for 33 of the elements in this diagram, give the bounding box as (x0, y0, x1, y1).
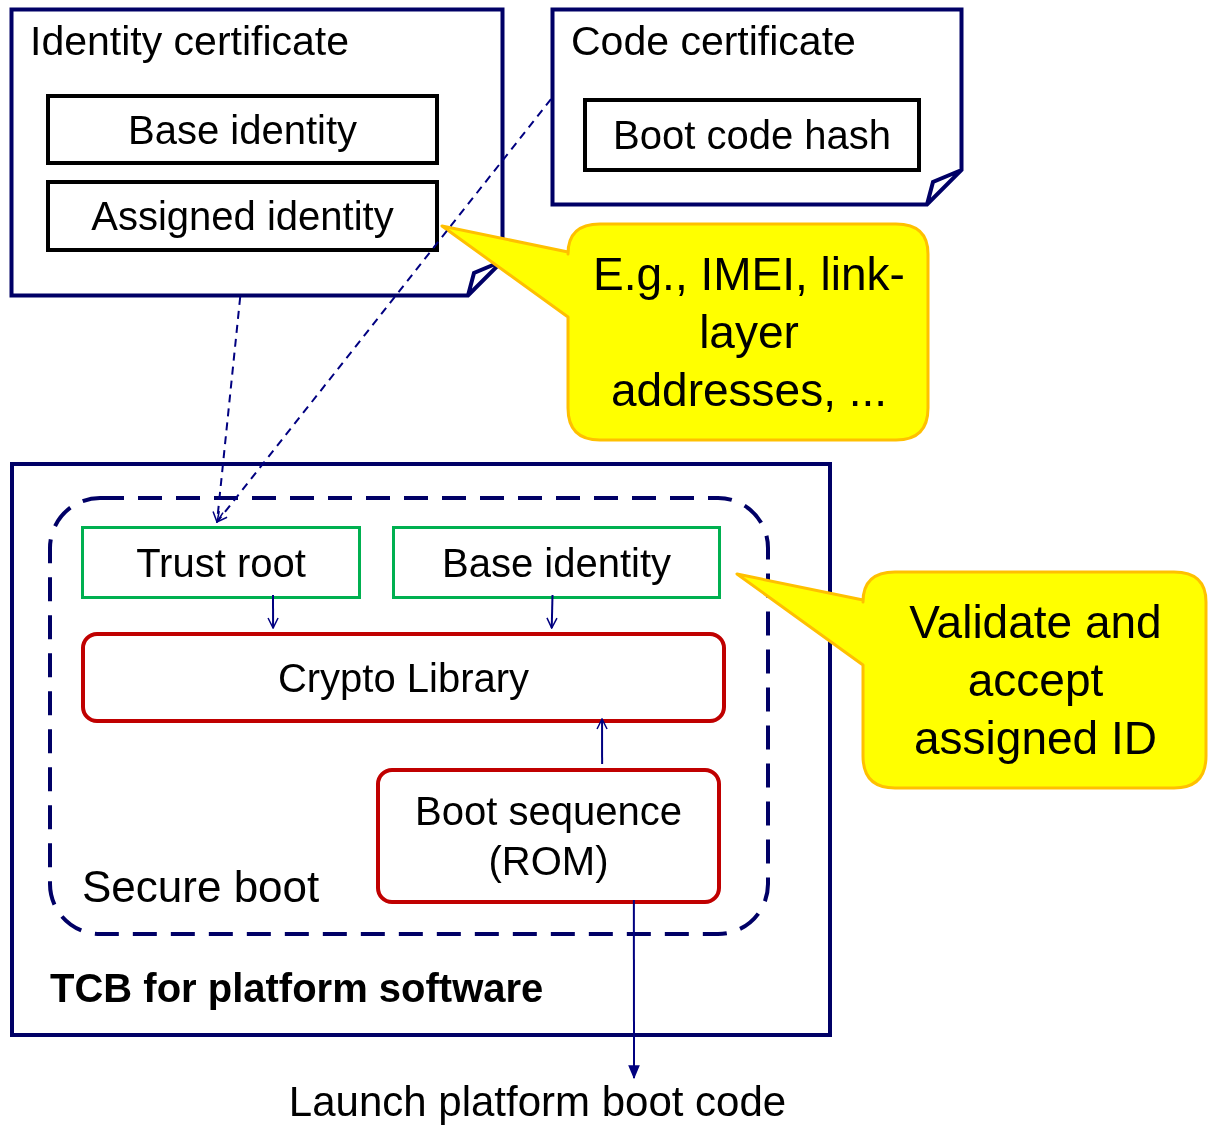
heading: Code certificate (571, 17, 856, 66)
label: Boot sequence (ROM) (414, 788, 683, 885)
field-box (46, 180, 439, 252)
callout-bubble (440, 222, 930, 442)
tcb-container (10, 462, 832, 1037)
arrow (212, 296, 242, 523)
heading: Identity certificate (30, 17, 350, 66)
data-box (81, 526, 361, 599)
label: Crypto Library (277, 654, 530, 702)
heading: TCB for platform software (50, 965, 544, 1012)
module-box (81, 632, 726, 723)
arrow (596, 718, 608, 765)
field-box (46, 94, 439, 165)
label: Assigned identity (91, 193, 394, 240)
arrow (546, 594, 558, 629)
label: Base identity (442, 539, 671, 587)
arrow (267, 594, 279, 629)
label: Base identity (128, 106, 357, 154)
arrow (216, 98, 552, 523)
certificate-document (10, 8, 504, 297)
arrow (628, 899, 640, 1080)
callout-bubble (735, 570, 1208, 790)
field-box (583, 98, 921, 172)
module-box (376, 768, 721, 904)
heading: Secure boot (82, 861, 320, 913)
data-box (392, 526, 721, 599)
label: Launch platform boot code (288, 1076, 787, 1127)
label: Trust root (136, 539, 306, 587)
callout-text: Validate and accept assigned ID (908, 595, 1163, 766)
callout-text: E.g., IMEI, link-layer addresses, ... (592, 247, 906, 418)
certificate-document (551, 8, 963, 206)
label: Boot code hash (613, 112, 891, 159)
secure-boot-boundary (48, 496, 770, 936)
